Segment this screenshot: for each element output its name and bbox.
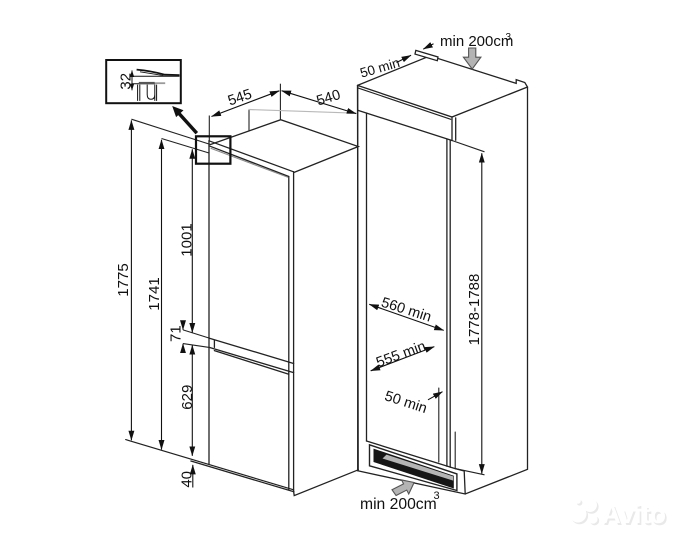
svg-text:3: 3 xyxy=(506,32,512,43)
svg-text:min 200cm: min 200cm xyxy=(360,496,437,513)
svg-text:1775: 1775 xyxy=(115,263,132,296)
svg-text:40: 40 xyxy=(179,471,196,488)
svg-text:min 200cm: min 200cm xyxy=(440,33,513,50)
svg-text:50 min: 50 min xyxy=(383,388,429,417)
svg-text:1741: 1741 xyxy=(146,277,163,310)
svg-text:560 min: 560 min xyxy=(379,295,433,326)
svg-text:629: 629 xyxy=(179,385,196,410)
svg-text:1001: 1001 xyxy=(178,223,195,256)
svg-text:3: 3 xyxy=(434,490,440,502)
svg-text:540: 540 xyxy=(315,87,343,109)
svg-text:Avito: Avito xyxy=(604,501,668,531)
svg-text:545: 545 xyxy=(226,86,254,109)
svg-text:71: 71 xyxy=(167,325,184,342)
svg-text:555 min: 555 min xyxy=(374,338,428,371)
svg-text:Avito: Avito xyxy=(602,499,666,529)
svg-text:1778-1788: 1778-1788 xyxy=(466,274,483,346)
svg-text:32: 32 xyxy=(118,73,135,90)
